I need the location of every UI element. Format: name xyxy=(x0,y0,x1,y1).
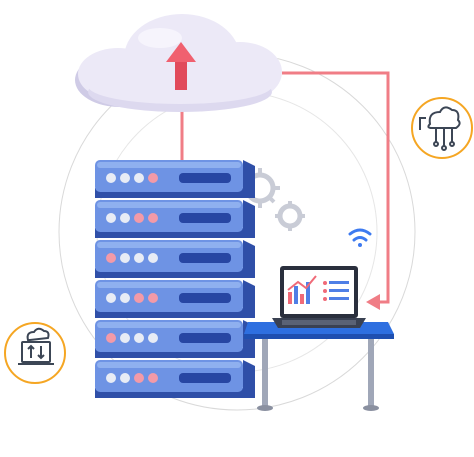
server-led xyxy=(134,333,144,343)
server-led xyxy=(148,373,158,383)
server-led xyxy=(134,213,144,223)
server-slot xyxy=(179,213,231,223)
laptop-icon xyxy=(272,266,366,328)
server-slot xyxy=(179,293,231,303)
server-led xyxy=(106,253,116,263)
server-led xyxy=(106,173,116,183)
server-slot xyxy=(179,173,231,183)
server-unit-highlight xyxy=(97,242,241,248)
server-unit-side xyxy=(243,160,255,196)
desk xyxy=(244,322,394,411)
connector-arrowhead xyxy=(366,294,380,310)
server-slot xyxy=(179,333,231,343)
server-unit-highlight xyxy=(97,202,241,208)
server-led xyxy=(148,293,158,303)
server-led xyxy=(120,293,130,303)
badge-cloud-laptop-transfer[interactable] xyxy=(4,322,66,384)
server-led xyxy=(106,293,116,303)
server-slot xyxy=(179,253,231,263)
server-led xyxy=(120,373,130,383)
server-unit-base xyxy=(95,308,255,318)
server-led xyxy=(148,333,158,343)
cloud-network-icon xyxy=(419,106,461,151)
server-led xyxy=(148,253,158,263)
server-led xyxy=(120,173,130,183)
server-led xyxy=(148,173,158,183)
server-unit-base xyxy=(95,268,255,278)
server-unit-base xyxy=(95,188,255,198)
server-led xyxy=(106,373,116,383)
server-unit-side xyxy=(243,200,255,236)
server-unit-side xyxy=(243,360,255,396)
cloud-laptop-transfer-icon xyxy=(18,327,54,365)
connector-line xyxy=(282,71,390,304)
badge-cloud-network[interactable] xyxy=(411,97,473,159)
server-unit-highlight xyxy=(97,162,241,168)
server-unit-highlight xyxy=(97,322,241,328)
server-led xyxy=(134,173,144,183)
server-led xyxy=(120,213,130,223)
server-led xyxy=(106,213,116,223)
server-unit-base xyxy=(95,228,255,238)
server-unit-side xyxy=(243,280,255,316)
server-led xyxy=(134,373,144,383)
server-led xyxy=(148,213,158,223)
upload-arrow-icon xyxy=(166,42,196,90)
server-unit-highlight xyxy=(97,362,241,368)
server-unit-side xyxy=(243,240,255,276)
server-unit-base xyxy=(95,388,255,398)
server-led xyxy=(106,333,116,343)
server-slot xyxy=(179,373,231,383)
server-rack-icon xyxy=(95,160,255,398)
server-led xyxy=(120,253,130,263)
server-led xyxy=(120,333,130,343)
server-led xyxy=(134,253,144,263)
server-unit-base xyxy=(95,348,255,358)
server-unit-highlight xyxy=(97,282,241,288)
server-led xyxy=(134,293,144,303)
wifi-icon xyxy=(348,228,372,247)
